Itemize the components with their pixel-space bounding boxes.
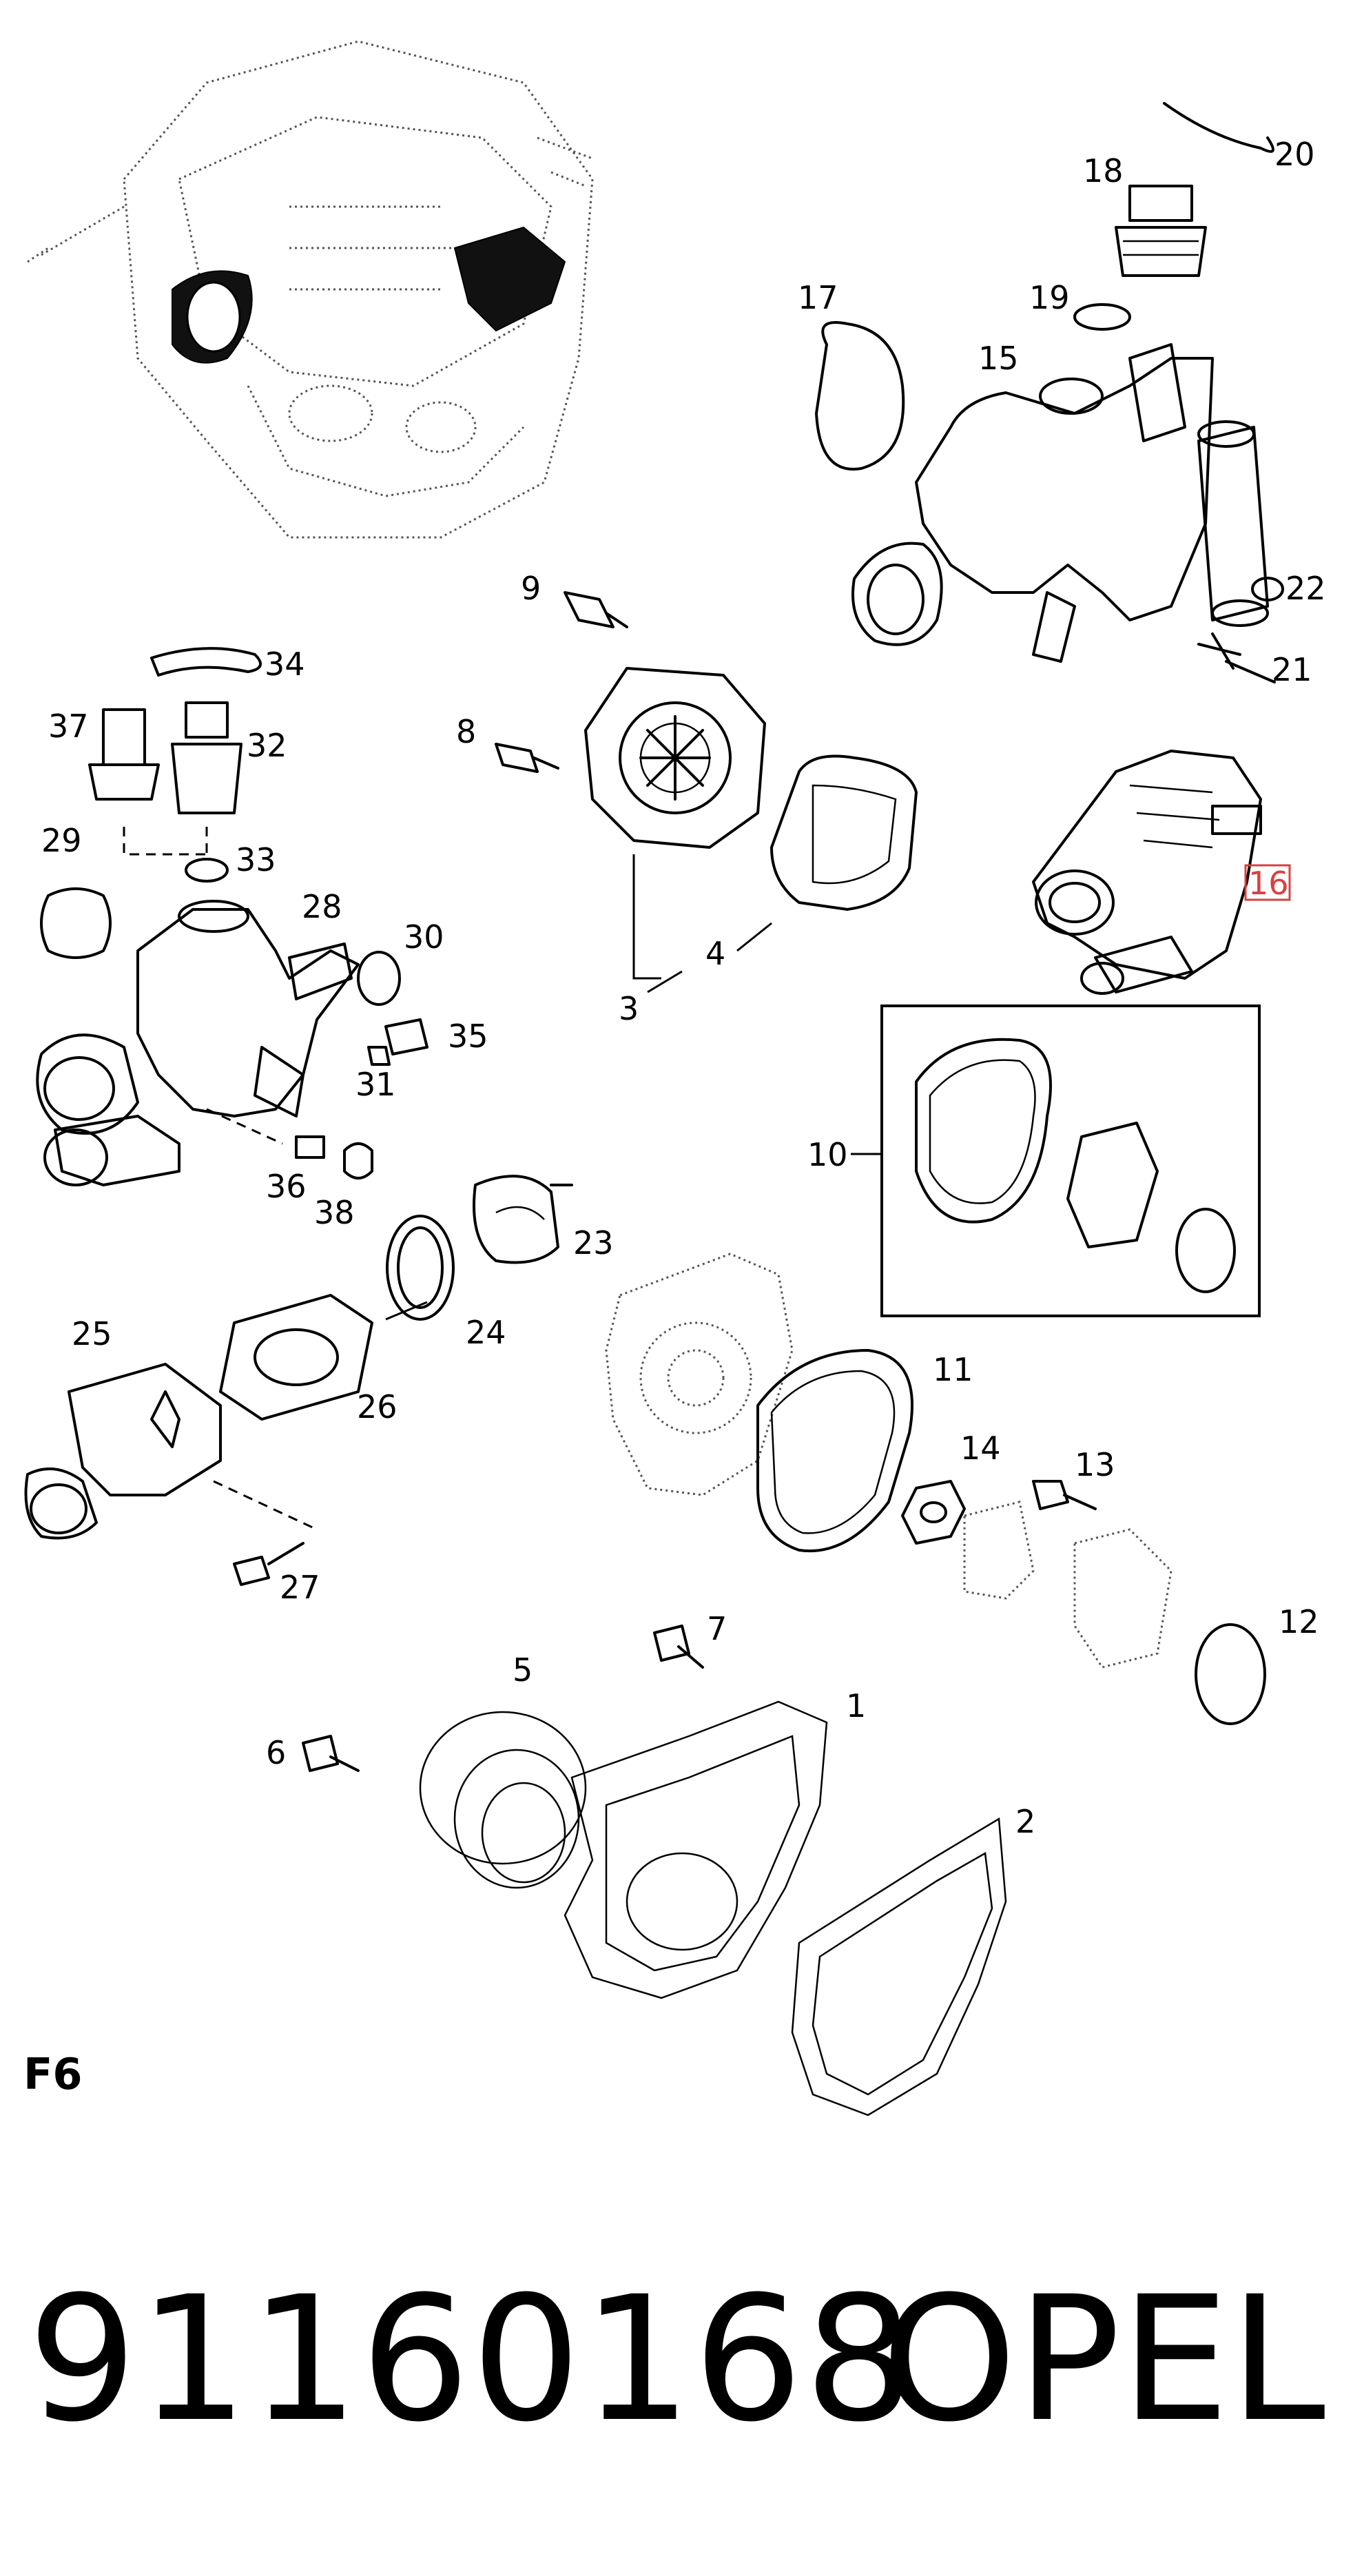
callout-28: 28 (302, 888, 342, 925)
bottom-pump-group (302, 1625, 1007, 2116)
callout-10: 10 (807, 1136, 848, 1173)
callout-19: 19 (1029, 279, 1070, 316)
callout-26: 26 (357, 1388, 397, 1425)
callout-13: 13 (1075, 1446, 1115, 1483)
thermostat-housing-left (36, 647, 428, 1186)
callout-30: 30 (404, 918, 444, 956)
callout-22: 22 (1285, 570, 1326, 607)
callout-16: 16 (1248, 865, 1289, 902)
callout-4: 4 (705, 935, 725, 972)
engine-overview (27, 40, 594, 539)
callout-38: 38 (314, 1194, 355, 1231)
callout-34: 34 (265, 646, 305, 683)
part-number: 91160168 (28, 2259, 916, 2460)
callout-27: 27 (280, 1569, 320, 1606)
callout-labels: 1 2 3 4 5 6 7 8 9 10 11 12 13 14 15 16 1… (41, 136, 1326, 1840)
callout-31: 31 (355, 1066, 396, 1103)
callout-14: 14 (960, 1430, 1001, 1467)
thermostat-housing-16 (1032, 750, 1262, 995)
thermostat-seal-group (24, 1175, 573, 1586)
callout-8: 8 (456, 713, 476, 750)
figure-code: F6 (23, 2049, 83, 2099)
callout-5: 5 (513, 1651, 533, 1689)
callout-6: 6 (266, 1734, 286, 1771)
pump-cover-group (605, 1253, 1266, 1725)
callout-21: 21 (1272, 651, 1312, 688)
callout-7: 7 (707, 1610, 727, 1647)
callout-12: 12 (1279, 1603, 1319, 1640)
callout-23: 23 (573, 1224, 614, 1261)
thermostat-housing-upper (815, 102, 1284, 683)
callout-32: 32 (247, 727, 287, 764)
callout-15: 15 (978, 340, 1019, 377)
callout-35: 35 (448, 1018, 488, 1055)
callout-11: 11 (933, 1351, 973, 1388)
callout-33: 33 (236, 841, 276, 878)
inset-box-10 (851, 1004, 1261, 1317)
callout-29: 29 (41, 822, 82, 859)
callout-16-highlight-box (1244, 864, 1291, 901)
callout-20: 20 (1274, 136, 1315, 173)
callout-37: 37 (48, 708, 89, 745)
callout-17: 17 (798, 279, 838, 316)
callout-18: 18 (1083, 152, 1124, 189)
callout-3: 3 (619, 990, 639, 1027)
callout-25: 25 (72, 1315, 112, 1352)
brand-name: OPEL (881, 2259, 1325, 2460)
water-pump-group (495, 591, 918, 993)
callout-9: 9 (521, 570, 541, 607)
callout-24: 24 (466, 1314, 506, 1351)
callout-1: 1 (846, 1687, 866, 1724)
callout-36: 36 (266, 1168, 307, 1205)
callout-2: 2 (1015, 1803, 1035, 1840)
